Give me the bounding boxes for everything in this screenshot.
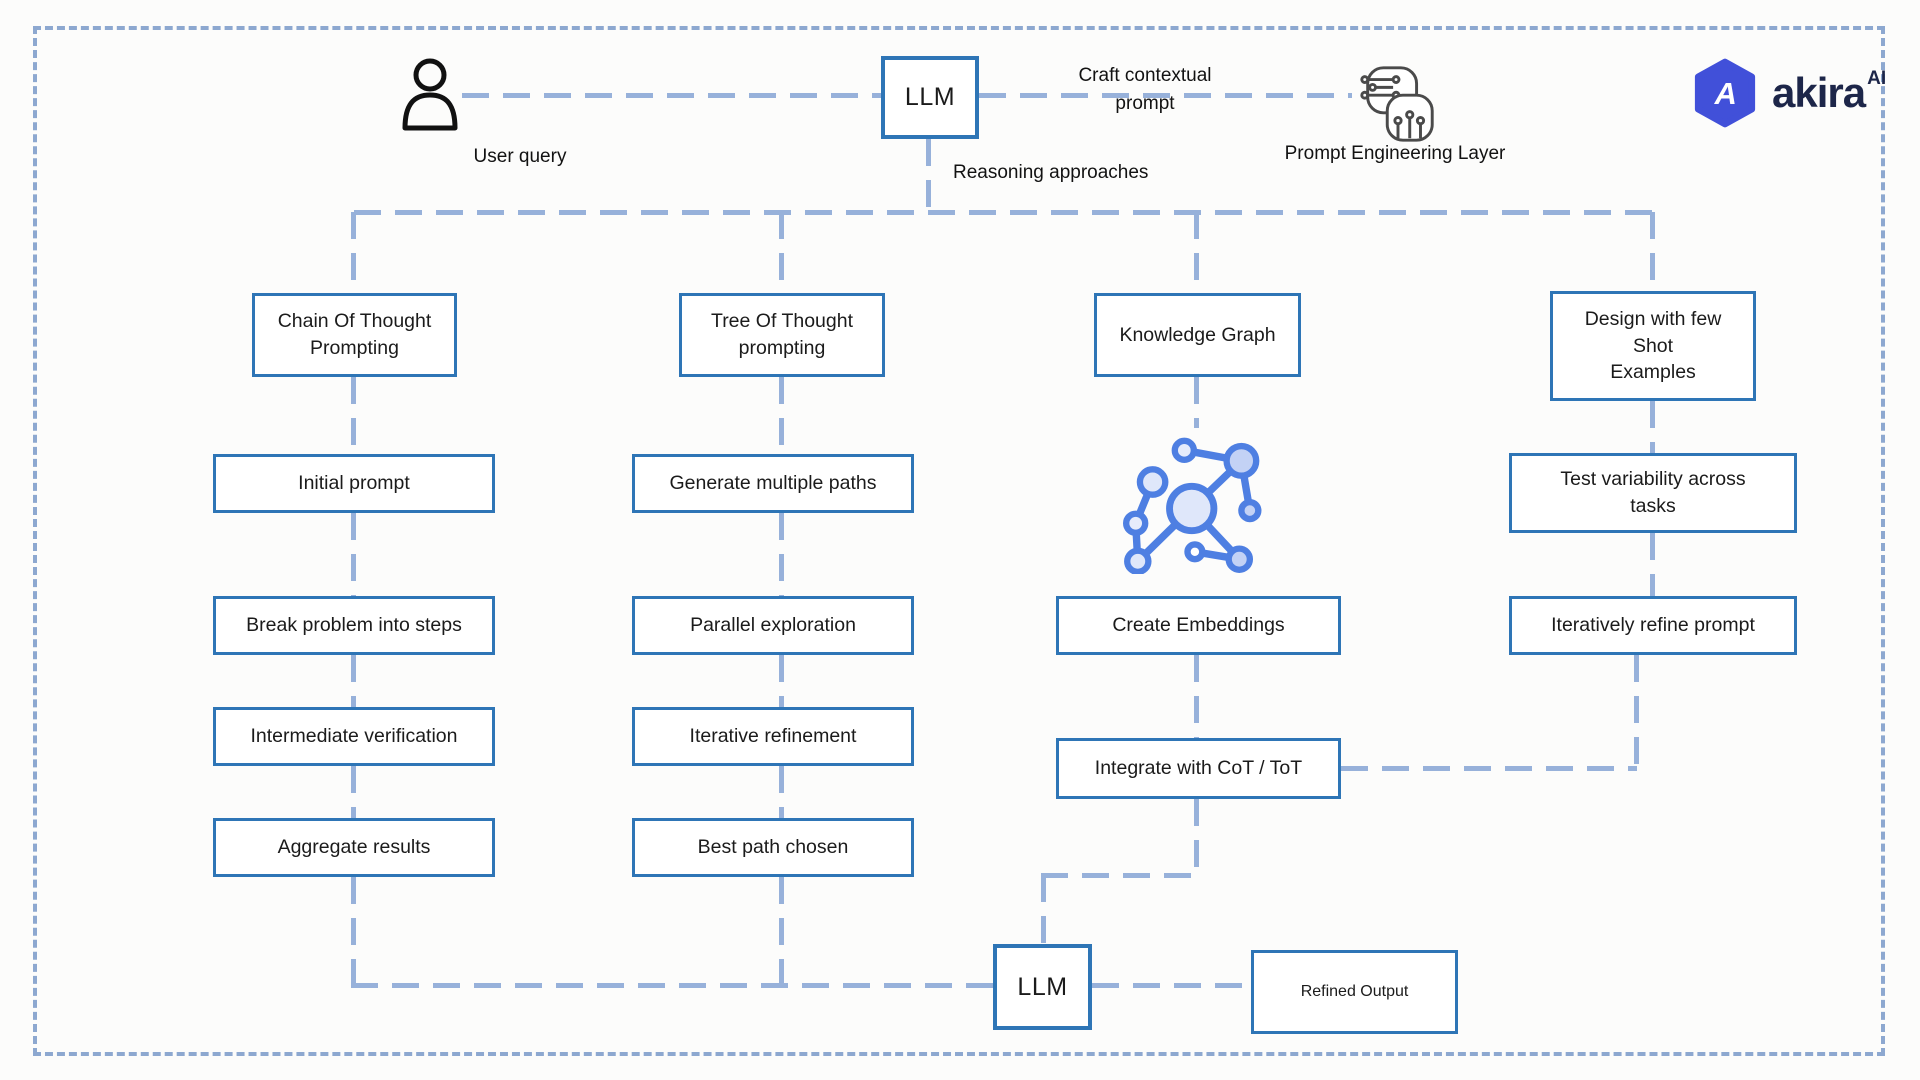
branch-horizontal-line [354,210,1653,215]
connector-col1-d [351,766,356,818]
akira-logo-ai-superscript: AI [1867,68,1887,89]
node-iteratively-refine-prompt: Iteratively refine prompt [1509,596,1797,655]
outer-dashed-border [33,26,1885,1056]
node-initial-prompt: Initial prompt [213,454,495,513]
connector-bottom-horizontal [351,983,993,988]
node-test-variability-across-tasks: Test variability across tasks [1509,453,1797,533]
craft-contextual-prompt-label: Craft contextual prompt [1078,65,1212,114]
connector-col2-b [779,513,784,596]
connector-col4-down-to-link [1634,655,1639,768]
akira-logo-text: akira [1772,69,1866,116]
akira-logo-hexagon: A [1694,58,1756,128]
connector-elbow-down-to-llm [1041,875,1046,944]
connector-col1-c [351,655,356,707]
prompt-engineering-icon [1360,66,1434,142]
branch-drop-col3 [1194,212,1199,293]
connector-col2-d [779,766,784,818]
connector-col3-a [1194,377,1199,428]
prompt-engineering-layer-label: Prompt Engineering Layer [1284,143,1506,164]
node-integrate-with-cot-tot: Integrate with CoT / ToT [1056,738,1341,799]
node-generate-multiple-paths: Generate multiple paths [632,454,914,513]
user-icon [402,58,458,131]
node-aggregate-results: Aggregate results [213,818,495,877]
connector-col1-b [351,513,356,596]
node-break-problem-into-steps: Break problem into steps [213,596,495,655]
connector-col2-a [779,377,784,454]
node-parallel-exploration: Parallel exploration [632,596,914,655]
connector-llm-to-refined [1092,983,1251,988]
connector-llm-down [926,139,931,212]
connector-col1-a [351,377,356,454]
connector-integrate-to-col4 [1341,766,1637,771]
reasoning-approaches-label: Reasoning approaches [953,162,1149,183]
connector-col1-to-bottom [351,877,356,985]
node-tree-of-thought-prompting: Tree Of Thought prompting [679,293,885,377]
akira-logo: A akira AI [1690,58,1886,128]
svg-text:A: A [1714,76,1737,111]
connector-llm-to-prompt-layer [979,93,1352,98]
connector-col4-b [1650,533,1655,596]
node-best-path-chosen: Best path chosen [632,818,914,877]
branch-drop-col1 [351,212,356,293]
node-chain-of-thought-prompting: Chain Of Thought Prompting [252,293,457,377]
connector-col2-c [779,655,784,707]
knowledge-graph-icon [1123,437,1262,574]
branch-drop-col2 [779,212,784,293]
node-knowledge-graph: Knowledge Graph [1094,293,1301,377]
connector-user-to-llm [462,93,881,98]
node-intermediate-verification: Intermediate verification [213,707,495,766]
connector-integrate-down [1194,799,1199,875]
llm-bottom-box: LLM [993,944,1092,1030]
node-refined-output: Refined Output [1251,950,1458,1034]
branch-drop-col4 [1650,212,1655,291]
llm-top-box: LLM [881,56,979,139]
node-design-with-few-shot-examples: Design with few Shot Examples [1550,291,1756,401]
connector-col4-a [1650,401,1655,453]
node-iterative-refinement: Iterative refinement [632,707,914,766]
connector-col2-to-bottom [779,877,784,985]
user-query-label: User query [473,146,567,167]
node-create-embeddings: Create Embeddings [1056,596,1341,655]
connector-col3-b [1194,655,1199,738]
connector-elbow-horizontal [1041,873,1197,878]
